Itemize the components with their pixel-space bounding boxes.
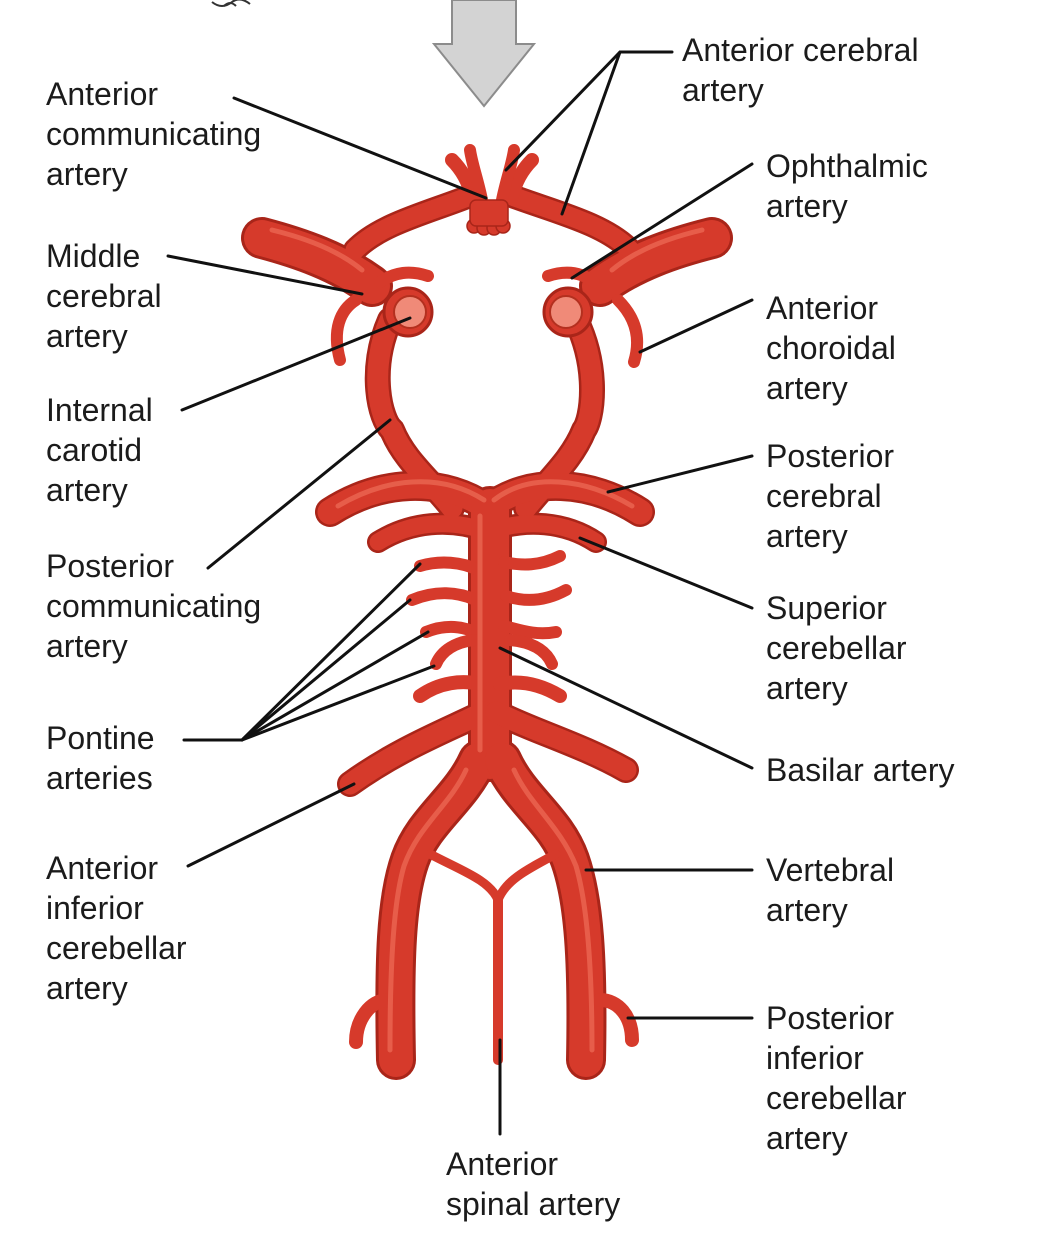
label-pontine-arteries: Pontine arteries	[46, 720, 155, 796]
label-middle-cerebral-artery: Middle cerebral artery	[46, 238, 162, 354]
label-posterior-cerebral-artery: Posterior cerebral artery	[766, 438, 895, 554]
label-anterior-communicating-artery: Anterior communicating artery	[46, 76, 262, 192]
label-anterior-cerebral-artery: Anterior cerebral artery	[682, 32, 919, 108]
label-anterior-spinal-artery: Anterior spinal artery	[446, 1146, 621, 1222]
label-ophthalmic-artery: Ophthalmic artery	[766, 148, 928, 224]
internal-carotid-cut-ends	[382, 286, 594, 338]
label-posterior-inferior-cerebellar-artery: Posterior inferior cerebellar artery	[766, 1000, 907, 1156]
label-superior-cerebellar-artery: Superior cerebellar artery	[766, 590, 907, 706]
top-cropped-scribble	[211, 0, 251, 7]
label-internal-carotid-artery: Internal carotid artery	[46, 392, 153, 508]
arteries	[241, 144, 733, 1080]
label-posterior-communicating-artery: Posterior communicating artery	[46, 548, 262, 664]
label-vertebral-artery: Vertebral artery	[766, 852, 895, 928]
leader-lines	[166, 50, 754, 1136]
label-anterior-inferior-cerebellar-artery: Anterior inferior cerebellar artery	[46, 850, 187, 1006]
label-basilar-artery: Basilar artery	[766, 752, 955, 788]
label-anterior-choroidal-artery: Anterior choroidal artery	[766, 290, 896, 406]
view-direction-arrow	[431, 0, 537, 108]
